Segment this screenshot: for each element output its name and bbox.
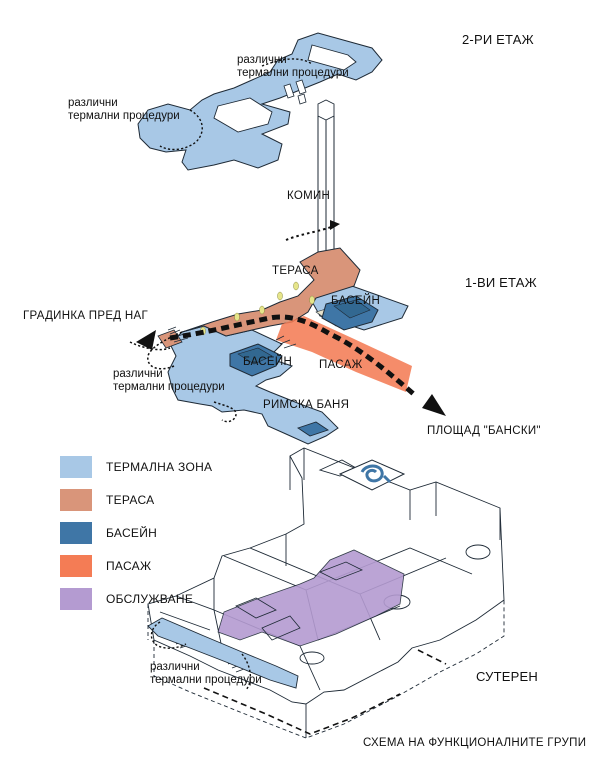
label-square-destination: ПЛОЩАД "БАНСКИ" [427, 425, 541, 437]
basement-outline [147, 447, 505, 705]
label-pool-lower: БАСЕЙН [243, 356, 293, 368]
legend-item-terrace: ТЕРАСА [60, 488, 300, 512]
first-floor-dotted-loop [147, 331, 237, 423]
legend-swatch-pool [60, 522, 92, 544]
terrace-zone [167, 247, 361, 347]
chimney-shaft [317, 99, 335, 272]
second-floor-slot-1 [283, 83, 295, 99]
note-second-floor-right: различни термални процедури [237, 54, 349, 79]
legend-swatch-passage [60, 555, 92, 577]
note-basement-left: различни термални процедури [150, 661, 262, 686]
legend-label-service: ОБСЛУЖВАНЕ [106, 592, 194, 606]
floor-label-second: 2-РИ ЕТАЖ [462, 32, 534, 47]
label-pool-upper: БАСЕЙН [331, 295, 381, 307]
legend-item-thermal: ТЕРМАЛНА ЗОНА [60, 455, 300, 479]
terrace-dotted-route [285, 225, 335, 241]
arrow-to-chimney [330, 220, 340, 230]
legend-item-service: ОБСЛУЖВАНЕ [60, 587, 300, 611]
label-chimney: КОМИН [287, 190, 331, 202]
legend-item-pool: БАСЕЙН [60, 521, 300, 545]
pool-upper-inner [333, 299, 371, 319]
floor-label-basement: СУТЕРЕН [476, 669, 538, 684]
second-floor-room-top [307, 44, 357, 71]
passage-zone [276, 316, 412, 392]
note-second-floor-left: различни термални процедури [68, 97, 180, 122]
second-floor-dotted-loop [159, 58, 313, 151]
legend-label-thermal: ТЕРМАЛНА ЗОНА [106, 460, 213, 474]
roman-bath-pool [296, 421, 330, 437]
service-zone-rooms [235, 561, 363, 641]
diagram-caption: СХЕМА НА ФУНКЦИОНАЛНИТЕ ГРУПИ [363, 737, 587, 749]
second-floor-slot-3 [297, 93, 307, 105]
first-floor-hatch [167, 326, 297, 349]
basement-extrusion [147, 600, 505, 739]
bansko-sign [338, 459, 406, 491]
label-roman-bath: РИМСКА БАНЯ [263, 399, 350, 411]
bansko-swirl-icon [360, 464, 392, 484]
arrow-to-garden [136, 330, 156, 350]
first-floor-plan [129, 220, 446, 445]
service-zone [217, 549, 405, 647]
second-floor-plan [137, 32, 383, 171]
legend-label-passage: ПАСАЖ [106, 559, 152, 573]
terrace-trees [200, 281, 315, 336]
second-floor-slot-2 [295, 79, 307, 95]
legend-swatch-thermal [60, 456, 92, 478]
basement-dashed-outline [203, 649, 447, 735]
legend: ТЕРМАЛНА ЗОНА ТЕРАСА БАСЕЙН ПАСАЖ ОБСЛУЖ… [60, 455, 300, 620]
legend-swatch-terrace [60, 489, 92, 511]
second-floor-thermal-zone [137, 32, 383, 171]
basement-thermal-dotted-loop [150, 621, 252, 691]
basement-thermal-zone [147, 617, 299, 689]
label-terrace: ТЕРАСА [272, 265, 319, 277]
legend-item-passage: ПАСАЖ [60, 554, 300, 578]
basement-vertical-edges [213, 448, 501, 738]
legend-label-pool: БАСЕЙН [106, 526, 158, 540]
label-garden-destination: ГРАДИНКА ПРЕД НАГ [23, 310, 148, 322]
legend-swatch-service [60, 588, 92, 610]
label-passage: ПАСАЖ [319, 359, 363, 371]
arrow-to-square [422, 394, 446, 416]
note-first-floor-left: различни термални процедури [113, 368, 225, 393]
pool-lower-inner [237, 347, 273, 365]
second-floor-room-center [213, 97, 273, 133]
legend-label-terrace: ТЕРАСА [106, 493, 155, 507]
main-circulation-route [169, 314, 418, 398]
floor-label-first: 1-ВИ ЕТАЖ [465, 275, 537, 290]
